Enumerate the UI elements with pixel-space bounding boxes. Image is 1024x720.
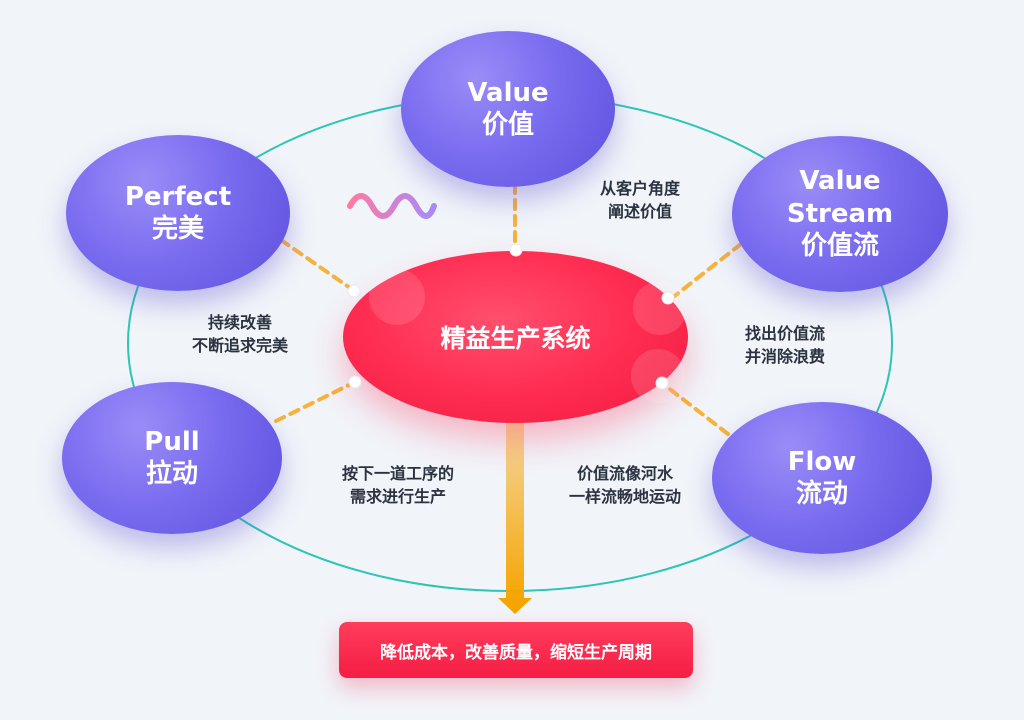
dashed-connectors xyxy=(274,182,743,436)
node-flow-cn: 流动 xyxy=(795,479,848,509)
label-pull-line2: 需求进行生产 xyxy=(349,487,446,506)
label-flow-line2: 一样流畅地运动 xyxy=(568,487,681,506)
node-flow-en: Flow xyxy=(787,446,857,477)
center-label: 精益生产系统 xyxy=(440,324,591,353)
node-flow: Flow 流动 xyxy=(712,402,932,554)
label-perfect: 持续改善 不断追求完美 xyxy=(170,311,310,357)
node-value: Value 价值 xyxy=(401,31,615,187)
center-glow-right-bottom xyxy=(631,349,685,403)
center-glow-right-top xyxy=(633,281,687,335)
label-perfect-line1: 持续改善 xyxy=(207,313,272,332)
label-flow-line1: 价值流像河水 xyxy=(576,464,673,483)
center-node: 精益生产系统 xyxy=(343,251,688,423)
node-pull-en: Pull xyxy=(144,426,200,457)
label-value-line2: 阐述价值 xyxy=(607,202,672,221)
down-arrow-head xyxy=(498,598,532,614)
label-pull-line1: 按下一道工序的 xyxy=(341,464,454,483)
node-perfect-cn: 完美 xyxy=(151,214,204,244)
node-value-stream: Value Stream 价值流 xyxy=(732,136,948,292)
label-perfect-line2: 不断追求完美 xyxy=(191,336,288,355)
center-glow-left xyxy=(369,269,425,325)
node-perfect-en: Perfect xyxy=(124,181,232,212)
node-value-cn: 价值 xyxy=(481,110,534,140)
label-pull: 按下一道工序的 需求进行生产 xyxy=(318,462,478,508)
label-value: 从客户角度 阐述价值 xyxy=(580,177,700,223)
node-stream-cn: 价值流 xyxy=(800,231,879,262)
label-stream-line1: 找出价值流 xyxy=(744,324,825,343)
node-pull: Pull 拉动 xyxy=(62,382,282,534)
label-value-line1: 从客户角度 xyxy=(599,179,680,198)
result-label: 降低成本，改善质量，缩短生产周期 xyxy=(380,642,652,663)
label-flow: 价值流像河水 一样流畅地运动 xyxy=(545,462,705,508)
node-value-en: Value xyxy=(467,77,549,108)
node-pull-cn: 拉动 xyxy=(145,459,198,489)
down-arrow-shaft xyxy=(506,420,524,602)
result-banner: 降低成本，改善质量，缩短生产周期 xyxy=(339,622,693,678)
node-stream-en2: Stream xyxy=(786,198,894,229)
label-value-stream: 找出价值流 并消除浪费 xyxy=(720,322,850,368)
wave-squiggle-icon xyxy=(347,193,437,219)
node-perfect: Perfect 完美 xyxy=(66,135,290,291)
label-stream-line2: 并消除浪费 xyxy=(744,347,825,366)
node-stream-en1: Value xyxy=(799,166,881,197)
